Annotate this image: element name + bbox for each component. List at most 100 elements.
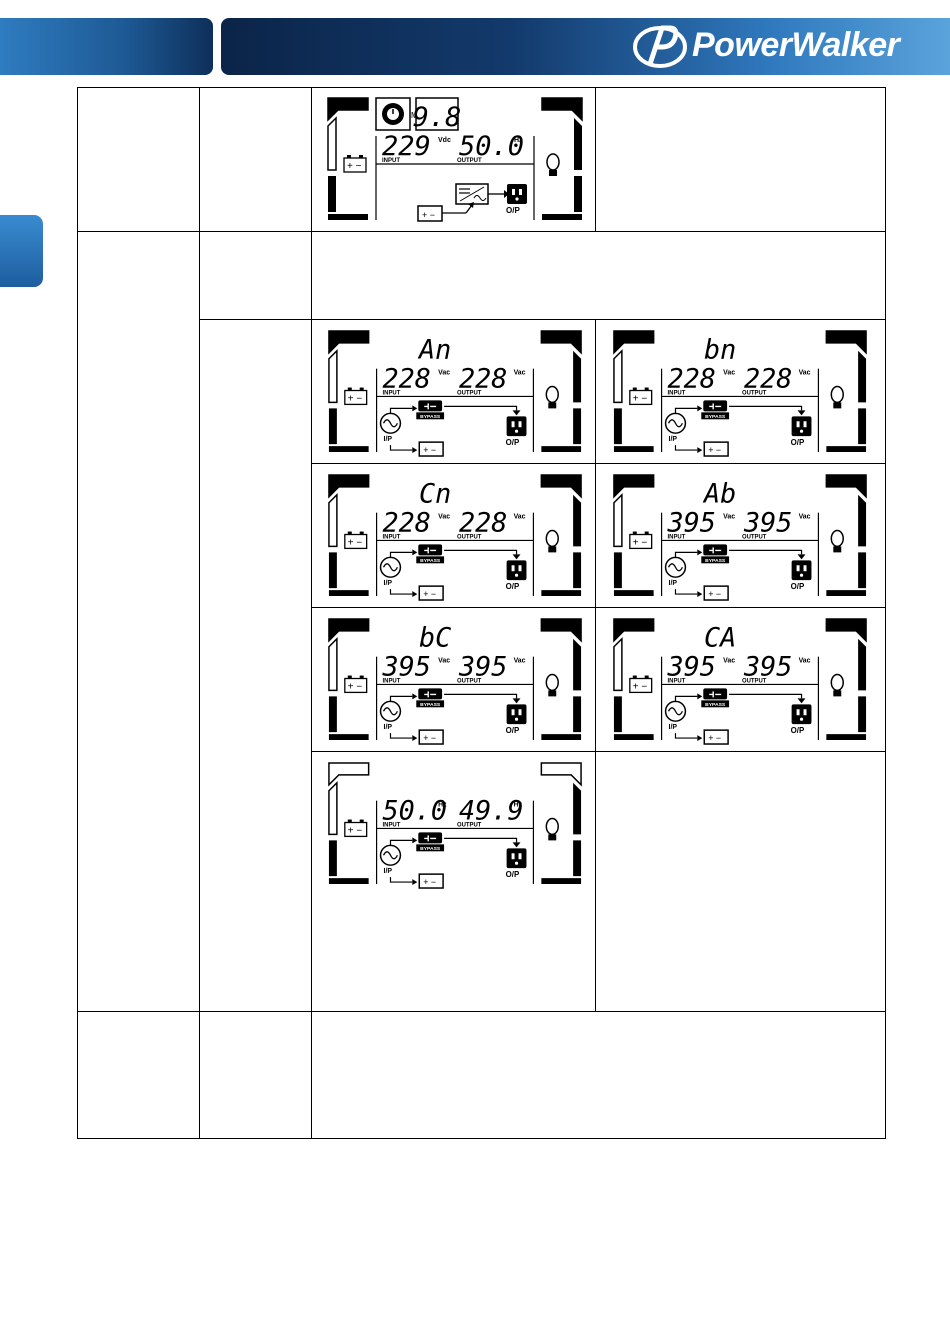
lcd-op-label: O/P (791, 438, 805, 447)
lcd-input-label: INPUT (382, 158, 400, 164)
lcd-output-label: OUTPUT (457, 158, 482, 164)
lcd-output-readout: 228 (459, 364, 507, 395)
lcd-bypass-label: BYPASS (420, 846, 441, 852)
lcd-input-unit: Vac (438, 658, 450, 665)
svg-text:+ −: + − (348, 537, 363, 548)
lcd-top-readout: CA (704, 623, 736, 654)
lcd-top-readout: bC (419, 623, 451, 654)
lcd-output-unit: Hz (514, 137, 523, 144)
lcd-ip-label: I/P (669, 724, 678, 731)
bypass-icon: BYPASS (416, 544, 445, 564)
lcd-output-label: OUTPUT (457, 534, 482, 540)
outlet-icon (506, 848, 527, 869)
lcd-op-label: O/P (506, 206, 520, 215)
lcd-output-unit: Vac (514, 370, 526, 377)
load-bulb-icon (545, 529, 559, 553)
battery-icon: + − (703, 441, 729, 457)
svg-text:+ −: + − (633, 537, 648, 548)
ac-sine-icon (664, 556, 687, 578)
lcd-input-readout: 228 (383, 508, 431, 539)
svg-text:+ −: + − (633, 393, 648, 404)
table-col-line-1 (199, 87, 200, 1139)
lcd-input-unit: Vdc (438, 137, 451, 144)
lcd-input-unit: Vac (723, 370, 735, 377)
timer-icon (375, 97, 411, 131)
battery-icon: + − (418, 729, 444, 745)
lcd-output-label: OUTPUT (742, 678, 767, 684)
lcd-op-label: O/P (506, 726, 520, 735)
lcd-op-label: O/P (506, 870, 520, 879)
svg-text:+ −: + − (633, 681, 648, 692)
lcd-output-label: OUTPUT (457, 678, 482, 684)
lcd-output-readout: 228 (459, 508, 507, 539)
lcd-input-readout: 229 (382, 131, 431, 162)
lcd-bypass-label: BYPASS (705, 558, 726, 564)
lcd-output-unit: Vac (514, 658, 526, 665)
table-row-line-3 (311, 463, 886, 464)
bypass-icon: BYPASS (701, 544, 730, 564)
lcd-output-unit: Vac (799, 514, 811, 521)
lcd-input-readout: 228 (383, 364, 431, 395)
lcd-input-readout: 395 (382, 652, 431, 683)
battery-icon: + − (343, 155, 367, 173)
svg-text:+ −: + − (708, 733, 721, 743)
ac-sine-icon (664, 700, 687, 722)
lcd-op-label: O/P (791, 582, 805, 591)
bypass-icon: BYPASS (416, 832, 445, 852)
bypass-icon: BYPASS (416, 688, 445, 708)
lcd-top-readout: 9.8 (413, 102, 462, 133)
outlet-icon (791, 704, 812, 725)
outlet-icon (506, 704, 527, 725)
table-col-line-2 (311, 87, 312, 1139)
lcd-output-readout: 395 (743, 652, 792, 683)
battery-icon: + − (629, 675, 653, 694)
lcd-top-readout: Ab (702, 479, 736, 510)
load-bulb-icon (545, 817, 559, 841)
lcd-input-unit: Hz (438, 802, 447, 809)
battery-icon: + − (703, 729, 729, 745)
svg-text:+ −: + − (423, 877, 436, 887)
lcd-output-label: OUTPUT (742, 390, 767, 396)
battery-icon: + − (703, 585, 729, 601)
table-border-bottom (77, 1138, 886, 1139)
table-row-line-5 (311, 751, 886, 752)
lcd-output-readout: 395 (743, 508, 792, 539)
lcd-bypass-label: BYPASS (420, 702, 441, 708)
lcd-input-label: INPUT (383, 822, 401, 828)
battery-icon: + − (344, 819, 368, 838)
lcd-output-readout: 49.9 (459, 796, 524, 827)
load-bulb-icon (545, 673, 559, 697)
lcd-ip-label: I/P (384, 436, 393, 443)
ac-sine-icon (379, 556, 402, 578)
bypass-icon: BYPASS (416, 400, 445, 420)
table-col-line-3-row3 (595, 319, 596, 1011)
svg-text:+ −: + − (348, 393, 363, 404)
load-bulb-icon (830, 529, 844, 553)
ac-sine-icon (379, 844, 402, 866)
battery-icon: + − (344, 387, 368, 406)
svg-text:+ −: + − (347, 161, 362, 172)
lcd-op-label: O/P (791, 726, 805, 735)
table-col-line-3-row1 (595, 87, 596, 232)
lcd-input-label: INPUT (668, 678, 686, 684)
ac-sine-icon (379, 700, 402, 722)
load-bulb-icon (830, 385, 844, 409)
lcd-op-label: O/P (506, 438, 520, 447)
lcd-bypass-label: BYPASS (705, 414, 726, 420)
lcd-output-unit: Hz (514, 802, 523, 809)
chapter-tab (0, 215, 43, 287)
powerwalker-swirl-icon (633, 25, 687, 68)
lcd-mode-letter: M (411, 111, 418, 120)
svg-text:+ −: + − (422, 210, 435, 220)
lcd-input-label: INPUT (383, 390, 401, 396)
load-bulb-icon (545, 385, 559, 409)
lcd-ip-label: I/P (384, 724, 393, 731)
lcd-input-label: INPUT (383, 678, 401, 684)
lcd-output-unit: Vac (799, 370, 811, 377)
lcd-ip-label: I/P (669, 436, 678, 443)
svg-text:+ −: + − (348, 681, 363, 692)
battery-icon: + − (629, 531, 653, 550)
